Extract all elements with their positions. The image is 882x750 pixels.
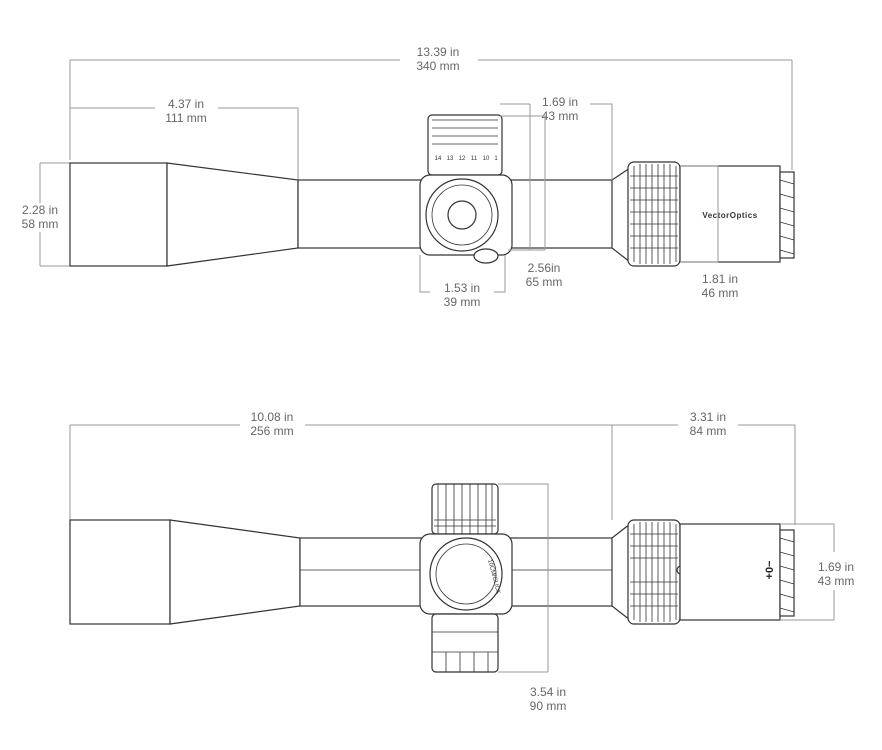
power-ring-grip <box>630 164 678 264</box>
svg-text:1: 1 <box>494 156 498 162</box>
eyepiece-flare <box>611 166 631 264</box>
side-eyepiece-diameter-mm: 43 mm <box>818 574 855 588</box>
eyepiece-diameter-in: 1.81 in <box>702 272 738 286</box>
overall-length-in: 13.39 in <box>417 45 460 59</box>
eyepiece-housing <box>679 165 781 263</box>
front-length-mm: 256 mm <box>250 424 293 438</box>
eyepiece-rubber-top <box>779 171 795 259</box>
turret-height-in: 2.56in <box>528 261 561 275</box>
svg-text:14: 14 <box>435 156 442 162</box>
elevation-knob <box>427 114 503 176</box>
rear-length-in: 3.31 in <box>690 410 726 424</box>
power-ring-side <box>627 519 681 625</box>
eyepiece-housing-side <box>679 523 781 621</box>
side-view: 10.08 in 256 mm 3.31 in 84 mm +0− <box>69 410 855 713</box>
power-ring-grip-side <box>630 522 678 622</box>
side-turret-height-mm: 90 mm <box>530 699 567 713</box>
eyepiece-diameter-dimension: 1.81 in 46 mm <box>680 165 739 300</box>
objective-diameter-in: 2.28 in <box>22 203 58 217</box>
objective-length-in: 4.37 in <box>168 97 204 111</box>
illumination-knob <box>473 248 499 264</box>
power-ring <box>627 161 681 267</box>
parallax-dial <box>429 537 503 611</box>
svg-text:11: 11 <box>471 156 478 162</box>
top-view: 13.39 in 340 mm 4.37 in 111 mm 2.28 in 5… <box>22 45 795 309</box>
objective-bell-side <box>69 519 171 625</box>
side-eyepiece-diameter-in: 1.69 in <box>818 560 854 574</box>
elevation-scale: 14 13 12 11 10 1 <box>435 156 499 162</box>
overall-length-dimension: 13.39 in 340 mm <box>69 45 793 170</box>
svg-text:10: 10 <box>483 156 490 162</box>
objective-bell <box>69 162 168 267</box>
eyepiece-diameter-mm: 46 mm <box>702 286 739 300</box>
turret-height-dimension: 2.56in 65 mm <box>500 115 563 289</box>
svg-text:12: 12 <box>459 156 466 162</box>
objective-taper <box>166 162 299 267</box>
objective-length-mm: 111 mm <box>165 111 207 125</box>
front-length-in: 10.08 in <box>251 410 294 424</box>
elevation-knob-side <box>431 483 499 535</box>
side-turret-height-in: 3.54 in <box>530 685 566 699</box>
turret-width-mm: 39 mm <box>444 295 481 309</box>
turret-side-view: 10CM/CLICK <box>419 483 513 673</box>
objective-diameter-dimension: 2.28 in 58 mm <box>22 162 70 267</box>
eyepiece-ring-dimension: 1.69 in 43 mm <box>500 95 613 251</box>
objective-taper-side <box>169 519 301 625</box>
rear-length-dimension: 3.31 in 84 mm <box>612 410 796 525</box>
turret-width-dimension: 1.53 in 39 mm <box>419 255 506 309</box>
vector-logo-icon: V <box>458 208 467 223</box>
overall-length-mm: 340 mm <box>416 59 459 73</box>
vector-logo-badge <box>447 200 477 230</box>
rear-length-mm: 84 mm <box>690 424 727 438</box>
objective-length-dimension: 4.37 in 111 mm <box>70 97 299 180</box>
turret-top-view: 14 13 12 11 10 1 V <box>419 114 513 264</box>
eyepiece-ring-mm: 43 mm <box>542 109 579 123</box>
eyepiece-ring-in: 1.69 in <box>542 95 578 109</box>
turret-width-in: 1.53 in <box>444 281 480 295</box>
front-length-dimension: 10.08 in 256 mm <box>69 410 613 520</box>
side-turret-height-dimension: 3.54 in 90 mm <box>498 483 567 713</box>
diopter-marks: +0− <box>764 561 776 580</box>
svg-text:13: 13 <box>447 156 454 162</box>
objective-diameter-mm: 58 mm <box>22 217 59 231</box>
windage-knob-side <box>431 613 499 673</box>
brand-logo-top: VectorOptics <box>702 211 757 220</box>
turret-height-mm: 65 mm <box>526 275 563 289</box>
side-eyepiece-diameter-dimension: 1.69 in 43 mm <box>780 523 855 621</box>
eyepiece-rubber-side <box>779 529 795 617</box>
eyepiece-flare-side <box>611 522 631 622</box>
